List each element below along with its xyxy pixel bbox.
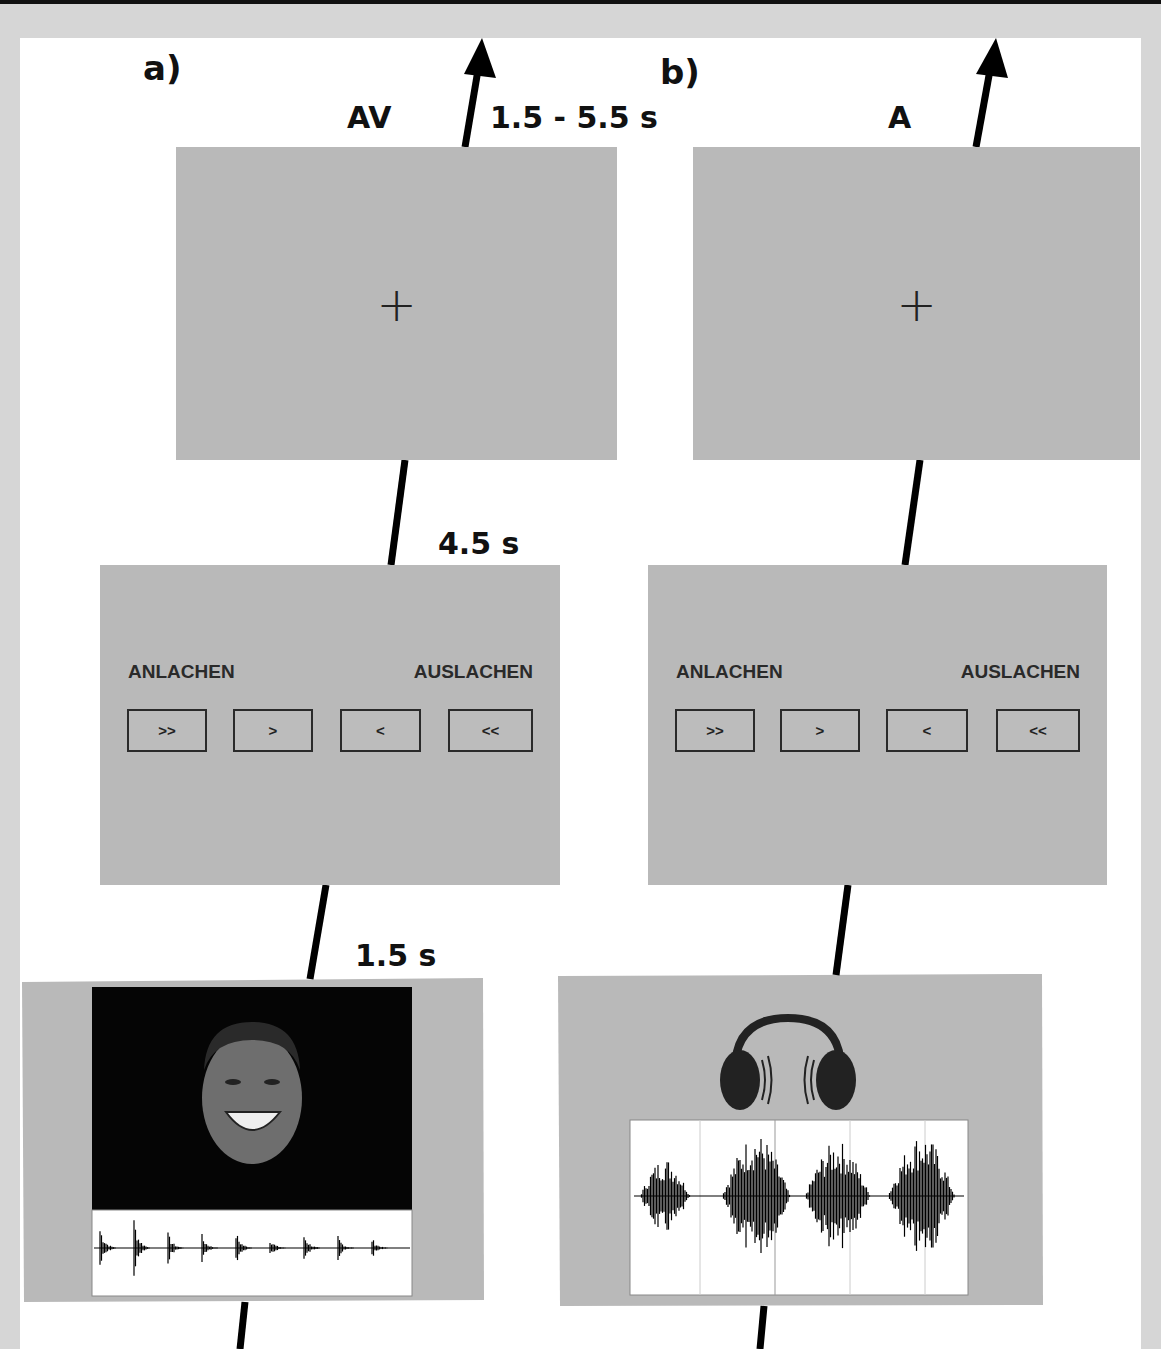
stimulus-screen (22, 978, 484, 1302)
button-label: << (1029, 722, 1047, 739)
arrowhead (464, 38, 496, 78)
face (202, 1032, 302, 1164)
rating-button: >> (675, 709, 755, 752)
button-label: >> (706, 722, 724, 739)
arrowhead (976, 38, 1008, 78)
scale-anchor: AUSLACHEN (961, 661, 1080, 683)
hair (204, 1022, 300, 1070)
face-video (92, 987, 412, 1210)
duration-label: 4.5 s (438, 526, 519, 561)
rating-button: << (448, 709, 533, 752)
stimulus-screen (558, 974, 1043, 1306)
waveform-panel (630, 1120, 968, 1295)
rating-button: > (233, 709, 313, 752)
rating-screen: ANLACHENAUSLACHEN>>><<< (100, 565, 560, 885)
duration-label: 1.5 - 5.5 s (490, 100, 658, 135)
rating-button: << (996, 709, 1080, 752)
eye (264, 1079, 280, 1085)
panel-label: b) (660, 52, 700, 92)
fixation-cross: + (376, 276, 416, 332)
headphones (816, 1050, 856, 1110)
rating-button: >> (127, 709, 207, 752)
button-label: > (269, 722, 278, 739)
grid-line (775, 1120, 776, 1295)
grid-line (700, 1120, 701, 1295)
duration-label: 1.5 s (355, 938, 436, 973)
eye (225, 1079, 241, 1085)
headphones (720, 1050, 760, 1110)
modality-label: A (888, 100, 911, 135)
grid-line (850, 1120, 851, 1295)
waveform (94, 1220, 410, 1276)
mouth (226, 1112, 280, 1130)
button-label: < (376, 722, 385, 739)
button-label: >> (158, 722, 176, 739)
rating-button: < (886, 709, 968, 752)
waveform-panel (92, 1210, 412, 1296)
button-label: << (482, 722, 500, 739)
scale-anchor: ANLACHEN (676, 661, 783, 683)
fixation-cross: + (896, 276, 936, 332)
rating-screen: ANLACHENAUSLACHEN>>><<< (648, 565, 1107, 885)
panel-label: a) (143, 48, 181, 88)
button-label: > (816, 722, 825, 739)
top-rule (0, 0, 1161, 4)
rating-button: > (780, 709, 860, 752)
grid-line (925, 1120, 926, 1295)
button-label: < (923, 722, 932, 739)
time-axis (391, 460, 405, 565)
sound-waves (762, 1056, 814, 1104)
fixation-screen: + (693, 147, 1140, 460)
rating-button: < (340, 709, 421, 752)
scale-anchor: AUSLACHEN (414, 661, 533, 683)
fixation-screen: + (176, 147, 617, 460)
scale-anchor: ANLACHEN (128, 661, 235, 683)
waveform (634, 1139, 964, 1253)
modality-label: AV (347, 100, 391, 135)
time-axis (905, 460, 920, 565)
